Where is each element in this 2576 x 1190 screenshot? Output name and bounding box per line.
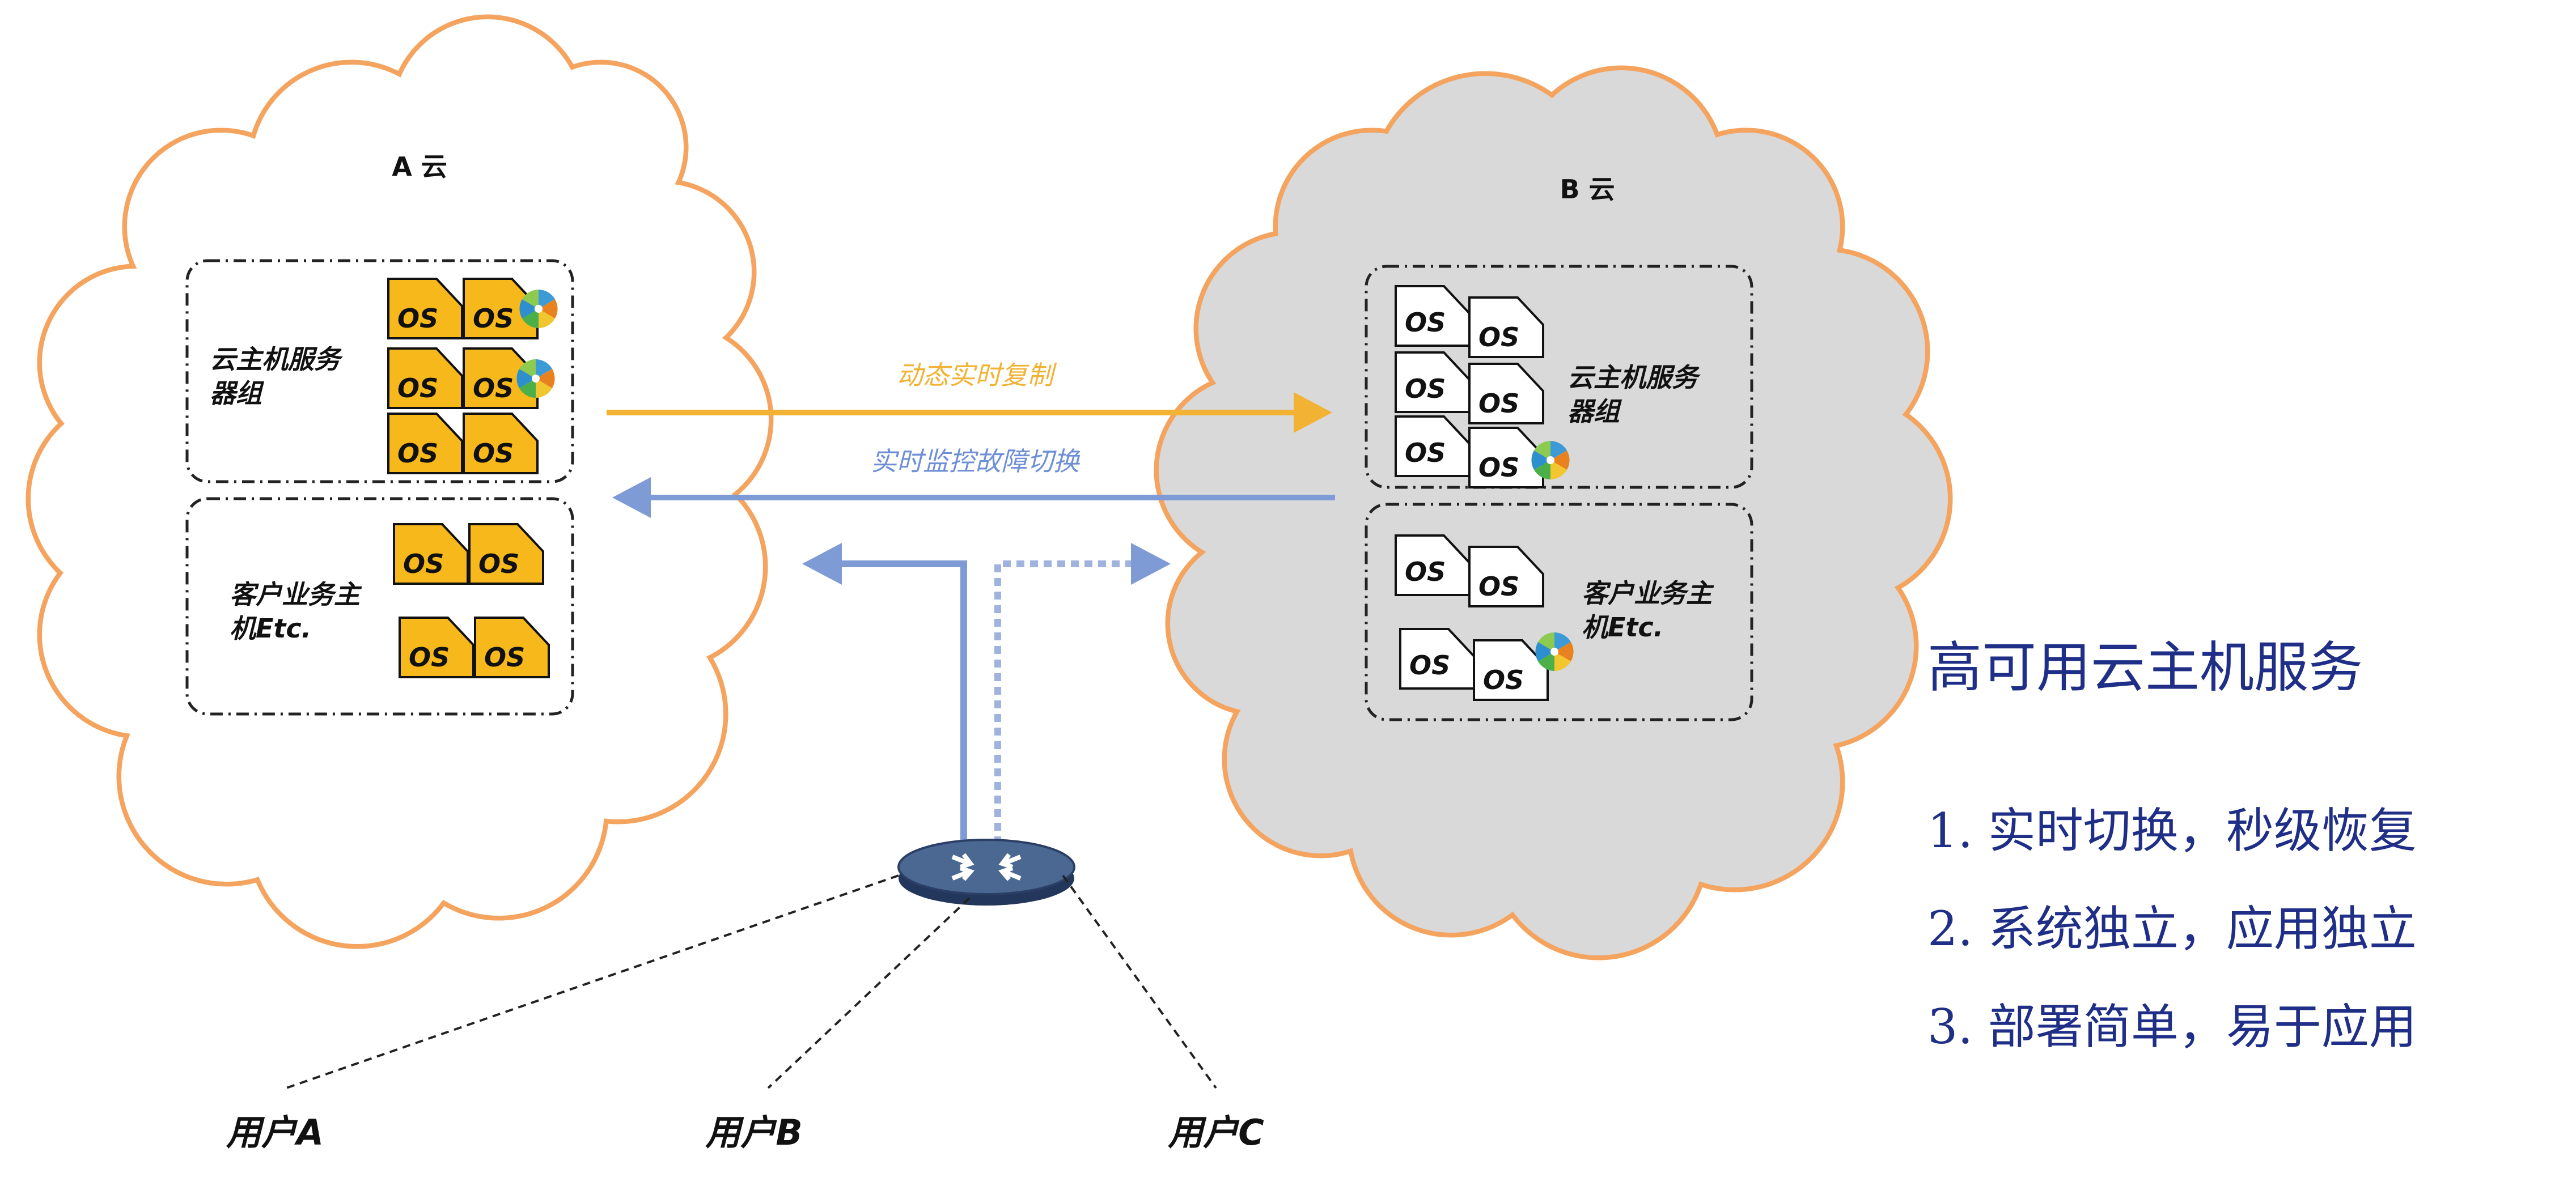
replication-label: 动态实时复制 (897, 360, 1057, 390)
os-label: OS (1409, 650, 1450, 681)
cloud-b-server-group-box (1365, 265, 1753, 489)
feature-item-3: 3. 部署简单，易于应用 (1927, 999, 2417, 1055)
failover-arrow (612, 477, 1335, 518)
os-label: OS (1405, 437, 1446, 468)
cloud-a-os-row-2: OS OS (387, 347, 555, 409)
os-label: OS (1405, 307, 1446, 338)
cloud-b-customer-os-1: OS OS (1395, 534, 1544, 607)
cloud-a-server-group-box (185, 259, 574, 483)
cloud-b: B 云 云主机服务 器组 OS OS OS OS OS OS 客户业务主 机Et… (1154, 65, 1953, 960)
cloud-a-customer-label-1: 客户业务主 (230, 579, 362, 610)
router-link-solid-head (802, 543, 842, 585)
os-label: OS (473, 438, 514, 469)
replication-arrow (607, 392, 1332, 433)
os-label: OS (403, 549, 444, 579)
cloud-a-customer-box (185, 497, 574, 716)
cloud-b-customer-label-2: 机Etc. (1582, 612, 1663, 643)
pinwheel-icon (519, 290, 558, 328)
os-label: OS (1478, 322, 1519, 352)
os-label: OS (1478, 388, 1519, 419)
user-b-label: 用户B (705, 1112, 802, 1153)
os-label: OS (473, 373, 514, 403)
cloud-b-os-row-2: OS OS (1395, 351, 1544, 424)
cloud-b-os-row-1: OS OS (1395, 285, 1544, 358)
cloud-b-customer-os-2: OS OS (1399, 628, 1574, 701)
feature-panel: 高可用云主机服务 1. 实时切换，秒级恢复 2. 系统独立，应用独立 3. 部署… (1927, 623, 2562, 1087)
cloud-a: A 云 云主机服务 器组 OS OS OS OS OS OS 客户业务主 机Et… (26, 14, 774, 949)
os-label: OS (1478, 571, 1519, 602)
os-label: OS (1478, 452, 1519, 483)
cloud-a-customer-label-2: 机Etc. (230, 613, 311, 644)
router-link-dotted (994, 560, 1131, 844)
user-a-label: 用户A (226, 1112, 324, 1153)
cloud-b-title: B 云 (1560, 174, 1615, 205)
pinwheel-icon (516, 359, 555, 398)
os-label: OS (397, 373, 438, 403)
cloud-a-customer-os-1: OS OS (393, 523, 544, 585)
cloud-b-os-row-3: OS OS (1395, 415, 1570, 488)
cloud-a-os-row-1: OS OS (387, 278, 558, 339)
pinwheel-icon (1535, 632, 1574, 671)
cloud-a-os-row-3: OS OS (387, 413, 539, 474)
user-c-label: 用户C (1167, 1112, 1264, 1153)
os-label: OS (1405, 373, 1446, 404)
cloud-b-customer-label-1: 客户业务主 (1582, 578, 1714, 609)
os-label: OS (409, 642, 450, 673)
user-links (286, 874, 1217, 1089)
feature-item-1: 1. 实时切换，秒级恢复 (1927, 803, 2417, 858)
failover-label: 实时监控故障切换 (871, 446, 1081, 477)
os-label: OS (1483, 665, 1524, 695)
feature-item-2: 2. 系统独立，应用独立 (1927, 901, 2417, 957)
cloud-b-server-group-label-2: 器组 (1567, 396, 1622, 427)
os-label: OS (484, 642, 525, 673)
router-icon (897, 839, 1075, 906)
cloud-a-server-group-label-1: 云主机服务 (210, 344, 344, 375)
router-link-solid (842, 560, 967, 844)
feature-panel-title: 高可用云主机服务 (1927, 636, 2363, 699)
router-link-dotted-head (1131, 543, 1171, 585)
cloud-a-title: A 云 (392, 151, 447, 182)
os-label: OS (478, 549, 519, 579)
cloud-a-server-group-label-2: 器组 (210, 378, 265, 409)
cloud-b-customer-box (1365, 503, 1753, 721)
pinwheel-icon (1531, 441, 1570, 479)
cloud-b-server-group-label-1: 云主机服务 (1567, 362, 1701, 393)
cloud-a-customer-os-2: OS OS (399, 617, 550, 678)
os-label: OS (473, 303, 514, 334)
os-label: OS (1405, 556, 1446, 587)
os-label: OS (397, 303, 438, 334)
os-label: OS (397, 438, 438, 469)
